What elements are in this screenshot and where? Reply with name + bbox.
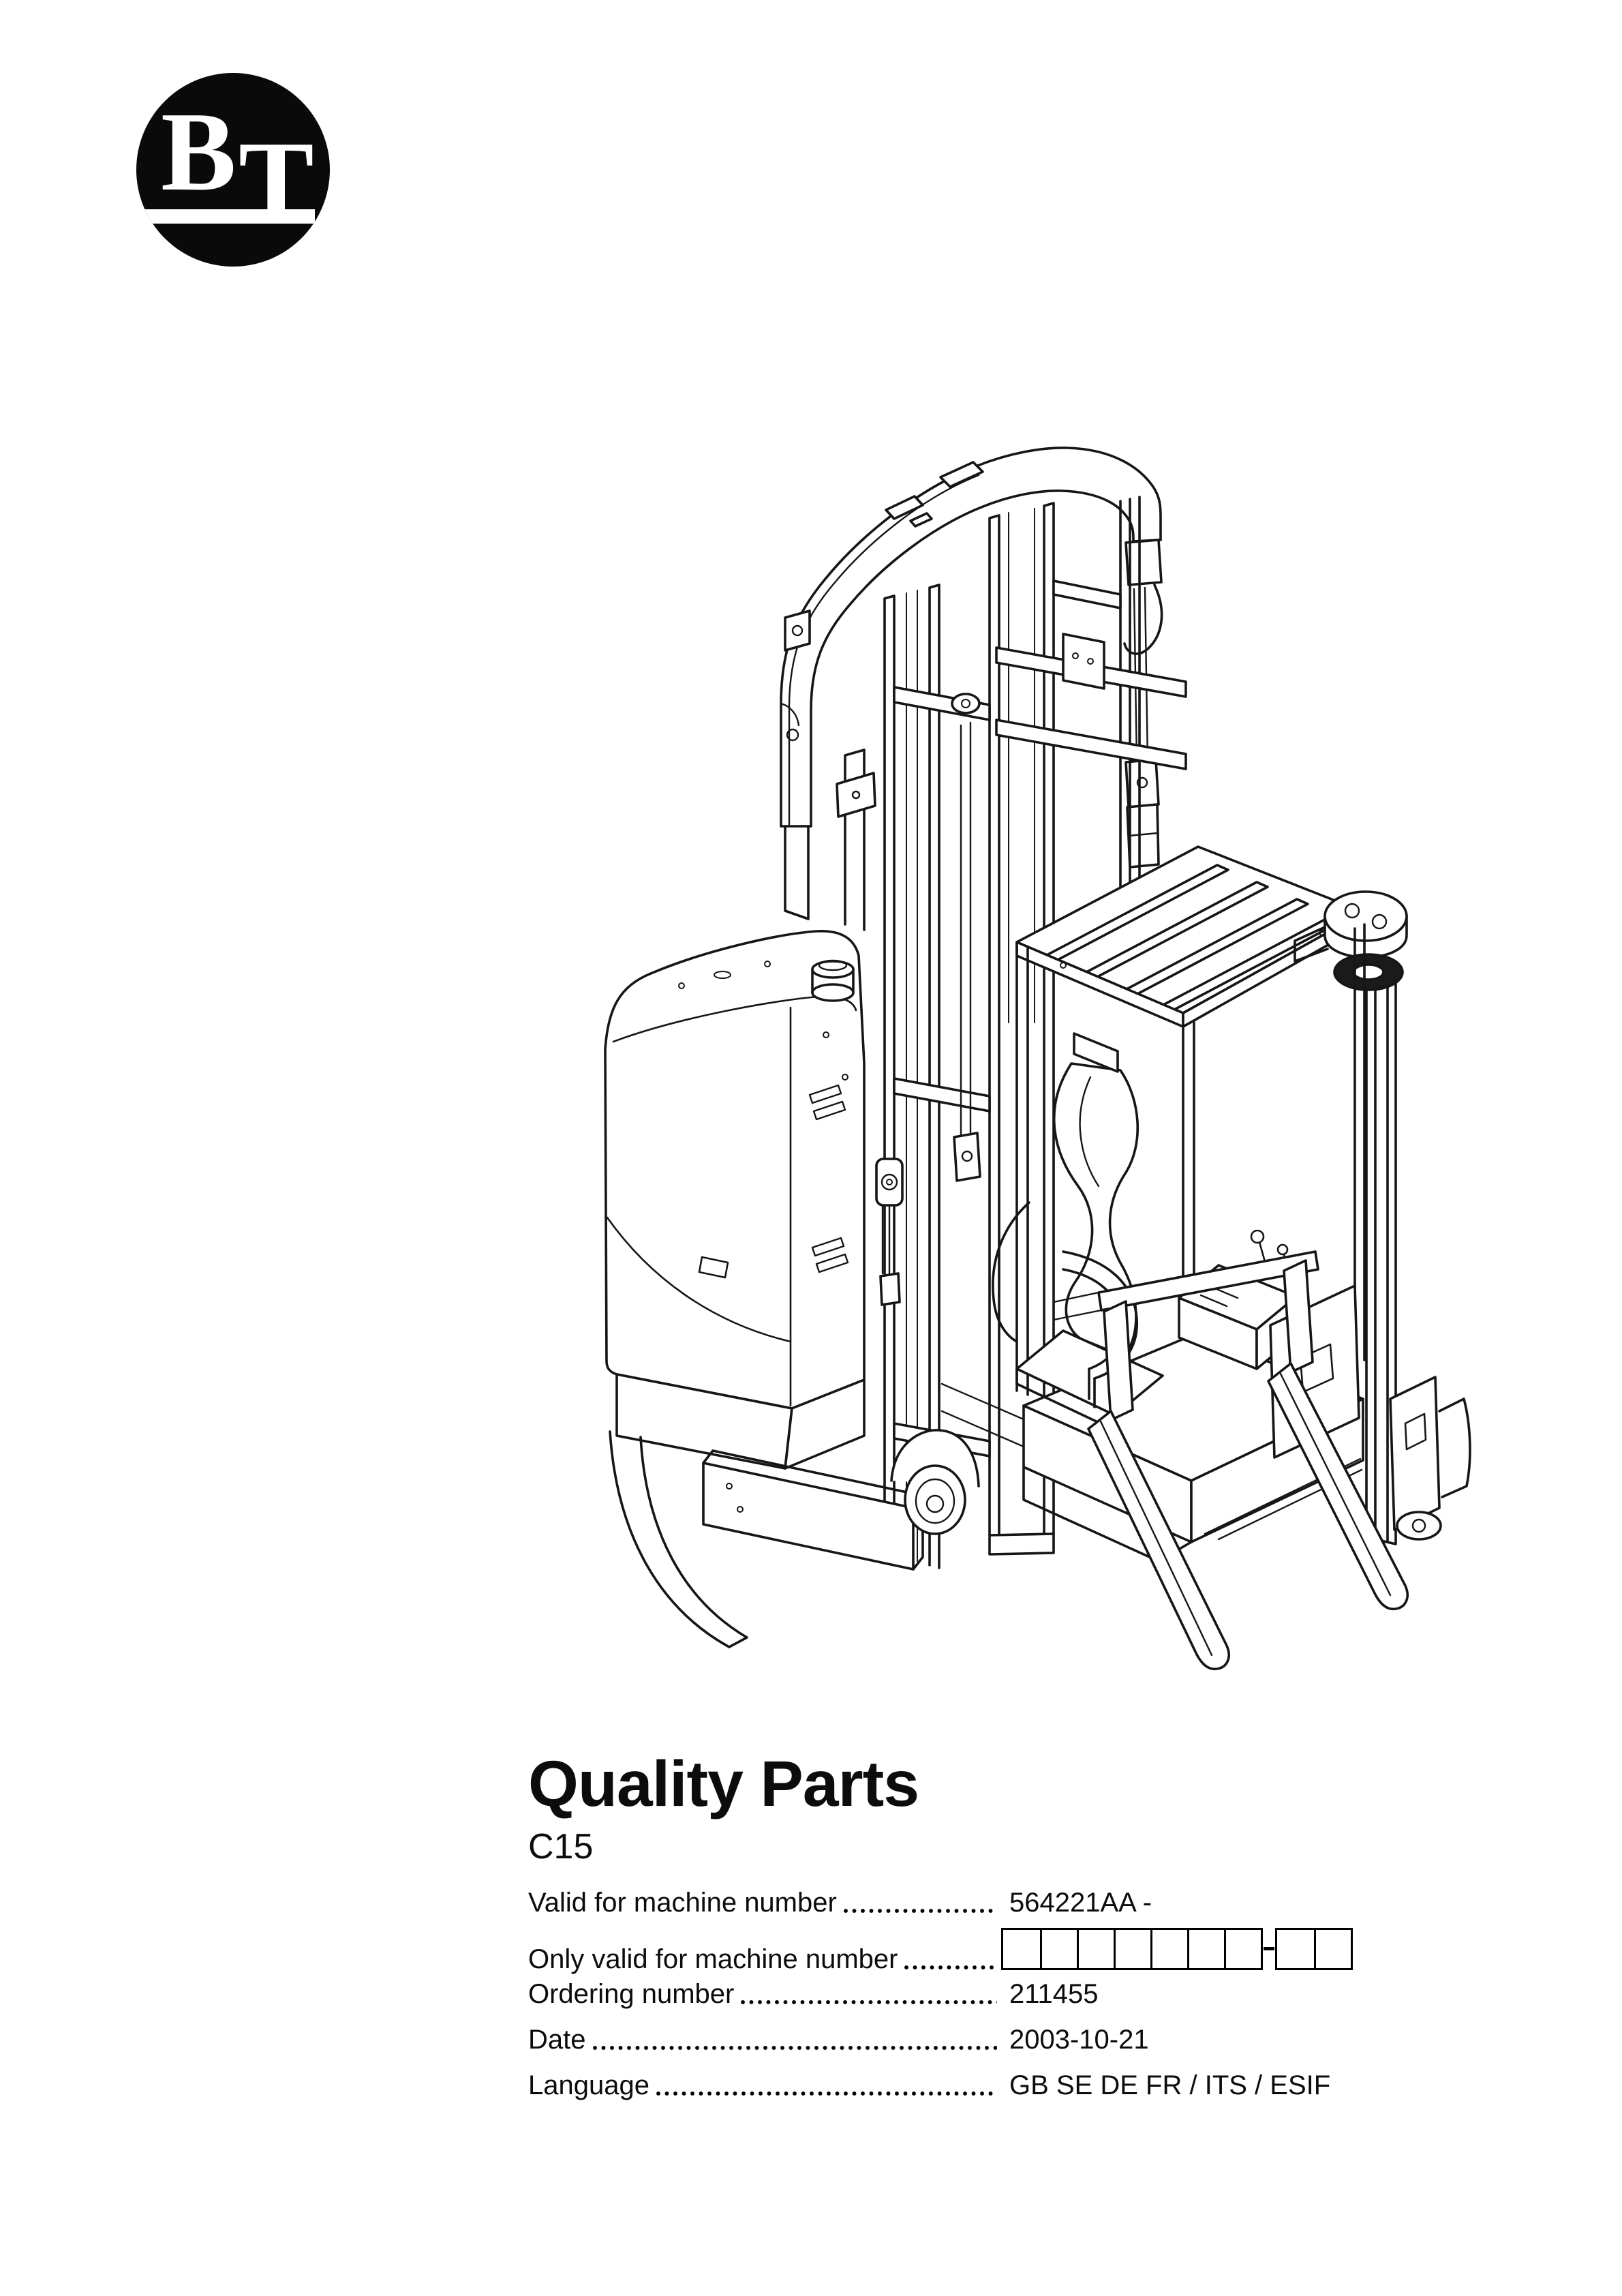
detail-row-date: Date 2003-10-21 [528,2017,1435,2063]
bt-logo-letter-b: B [161,89,236,214]
machine-number-boxes-group1 [1001,1927,1263,1970]
detail-row-only-valid-for-machine-number: Only valid for machine number [528,1926,1435,1974]
bt-logo-band [136,209,315,224]
page-title: Quality Parts [528,1748,919,1820]
detail-value: 564221AA - [1009,1888,1152,1918]
machine-number-cell [1003,1930,1040,1968]
dot-leader [904,1963,997,1971]
model-code: C15 [528,1827,594,1867]
detail-value: 211455 [1009,1979,1099,2009]
machine-number-boxes [1001,1926,1353,1972]
detail-row-valid-for-machine-number: Valid for machine number 564221AA - [528,1880,1435,1926]
machine-number-cell [1277,1930,1314,1968]
machine-number-cell [1077,1929,1114,1968]
detail-label: Language [528,2070,649,2100]
machine-number-cell [1114,1929,1150,1968]
details-table: Valid for machine number 564221AA - Only… [528,1880,1435,2109]
dot-leader [843,1907,997,1914]
detail-row-language: Language GB SE DE FR / ITS / ESIF [528,2063,1435,2109]
machine-number-dash [1264,1947,1274,1950]
dot-leader [592,2044,997,2051]
detail-label: Ordering number [528,1979,735,2009]
machine-number-cell [1187,1929,1224,1968]
detail-value: 2003-10-21 [1009,2025,1149,2055]
detail-value: GB SE DE FR / ITS / ESIF [1009,2070,1331,2100]
detail-row-ordering-number: Ordering number 211455 [528,1972,1435,2017]
machine-line-drawing-icon [604,447,1471,1671]
machine-number-boxes-group2 [1275,1927,1353,1970]
dot-leader [656,2090,997,2097]
machine-number-cell [1040,1929,1077,1968]
dot-leader [741,1999,997,2006]
detail-label: Only valid for machine number [528,1944,898,1974]
machine-number-cell [1314,1929,1351,1968]
machine-number-cell [1150,1929,1187,1968]
machine-number-cell [1224,1929,1261,1968]
detail-label: Date [528,2025,586,2055]
bt-logo: B T [136,73,330,267]
detail-label: Valid for machine number [528,1888,837,1918]
